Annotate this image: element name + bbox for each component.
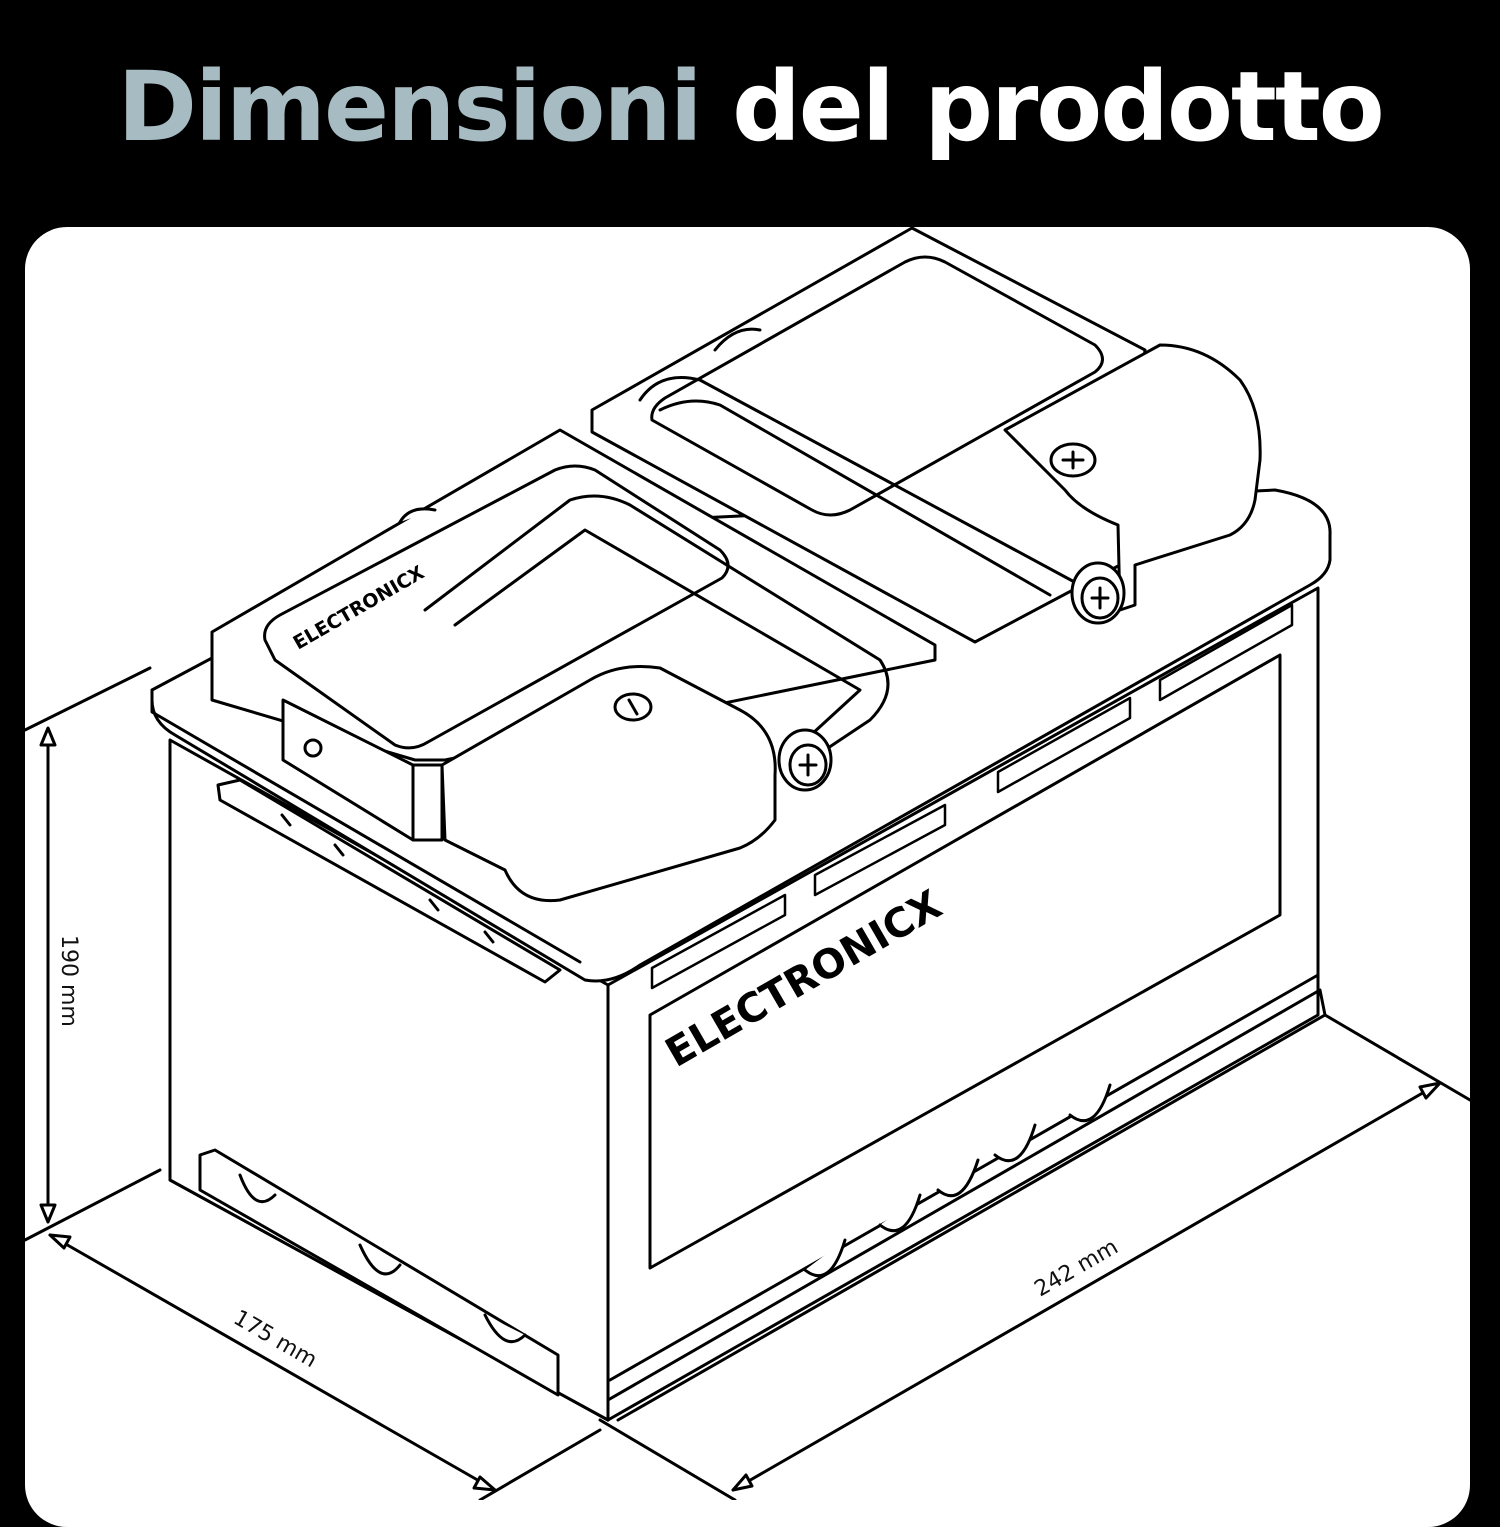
minus-terminal-icon <box>613 692 653 722</box>
width-dimension <box>48 1233 602 1500</box>
positive-terminal-cover <box>1003 343 1262 612</box>
height-label: 190 mm <box>56 935 81 1027</box>
title-main: del prodotto <box>732 51 1385 163</box>
positive-post <box>1070 561 1126 625</box>
side-vent-strip <box>216 778 562 984</box>
negative-post <box>777 728 833 792</box>
header: Dimensioni del prodotto <box>0 0 1500 225</box>
negative-terminal-cover <box>281 665 777 903</box>
lid-cover-right <box>590 226 1147 644</box>
front-vents <box>650 603 1294 990</box>
page-title: Dimensioni del prodotto <box>0 52 1500 162</box>
length-dimension <box>598 1013 1472 1500</box>
bottom-rail <box>198 1083 1112 1397</box>
plus-terminal-icon <box>1049 442 1097 478</box>
lid-cover-left <box>210 428 937 762</box>
title-accent: Dimensioni <box>117 51 702 163</box>
height-dimension <box>23 666 162 1242</box>
cable-channel <box>423 376 1082 762</box>
